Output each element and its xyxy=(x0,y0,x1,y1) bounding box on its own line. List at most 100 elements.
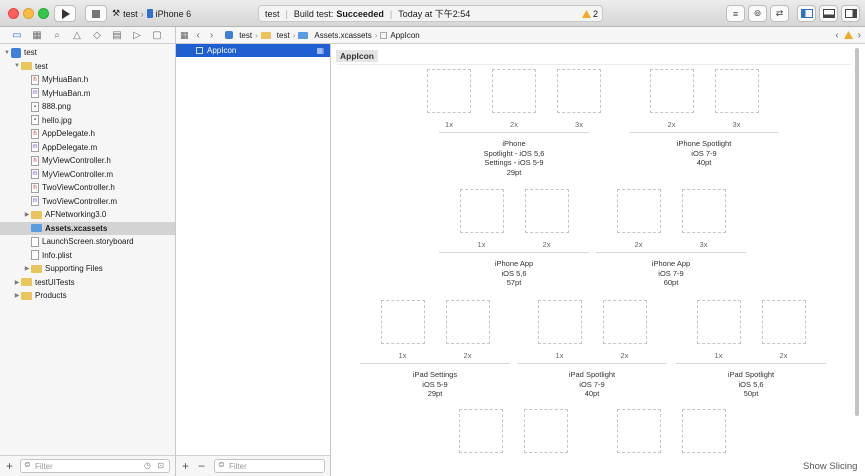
standard-editor-button[interactable]: ≡ xyxy=(726,5,745,22)
breadcrumb-item[interactable]: Assets.xcassets xyxy=(314,30,372,40)
folder-icon[interactable]: ▭ xyxy=(12,30,22,41)
show-slicing-button[interactable]: Show Slicing xyxy=(803,461,858,472)
back-icon[interactable]: ‹ xyxy=(196,29,200,41)
related-items-icon[interactable]: ▦ xyxy=(180,29,189,40)
icon-slot[interactable] xyxy=(427,69,471,113)
version-editor-button[interactable]: ⇄ xyxy=(770,5,789,22)
disclosure-closed-icon[interactable]: ▶ xyxy=(14,293,20,300)
slot-scale-label: 3x xyxy=(732,120,741,129)
breadcrumb-item[interactable]: test xyxy=(276,30,290,40)
icon-slot[interactable] xyxy=(524,189,569,233)
zoom-window-button[interactable] xyxy=(38,8,49,19)
icon-slot[interactable] xyxy=(714,69,759,113)
add-icon[interactable]: + xyxy=(182,459,190,473)
icon-slot[interactable] xyxy=(681,189,726,233)
remove-icon[interactable]: − xyxy=(198,459,206,473)
disclosure-open-icon[interactable]: ▼ xyxy=(4,49,10,56)
icon-slot[interactable] xyxy=(537,300,582,344)
navigator-item[interactable]: ▶AFNetworking3.0 xyxy=(0,208,175,222)
list-item-appicon[interactable]: AppIcon ▦ xyxy=(176,44,330,57)
navigator-item[interactable]: Info.plist xyxy=(0,249,175,263)
slot-group-label-line: iPad Spotlight xyxy=(727,370,775,379)
disclosure-closed-icon[interactable]: ▶ xyxy=(24,266,30,273)
search-icon[interactable]: ⌕ xyxy=(54,30,60,41)
debug-icon[interactable]: ▤ xyxy=(112,30,122,41)
test-icon[interactable]: ◇ xyxy=(93,30,101,41)
navigator-item[interactable]: ▪888.png xyxy=(0,100,175,114)
navigator-item[interactable]: ▶testUITests xyxy=(0,276,175,290)
icon-slot[interactable] xyxy=(602,300,647,344)
icon-slot[interactable] xyxy=(616,189,661,233)
icon-slot[interactable] xyxy=(445,300,490,344)
breadcrumb-item[interactable]: AppIcon xyxy=(390,30,420,40)
issue-icon[interactable]: △ xyxy=(73,30,81,41)
icon-slot[interactable] xyxy=(524,409,568,453)
navigator-item[interactable]: ▼test xyxy=(0,60,175,74)
minimize-window-button[interactable] xyxy=(23,8,34,19)
slot-group-label-line: iPhone App xyxy=(651,259,691,268)
icon-slot[interactable] xyxy=(459,409,503,453)
navigator-filter[interactable]: ⊜ Filter ◷ ⊡ xyxy=(20,459,170,473)
stop-button[interactable] xyxy=(85,5,107,22)
breakpoint-icon[interactable]: ▷ xyxy=(133,30,141,41)
icon-slot[interactable] xyxy=(649,69,694,113)
scm-icon[interactable]: ⊡ xyxy=(157,461,164,470)
rings-icon: ⊚ xyxy=(753,8,762,18)
navigator-item[interactable]: LaunchScreen.storyboard xyxy=(0,235,175,249)
window-toolbar: ⚒ test › iPhone 6 test | Build test: Suc… xyxy=(0,0,865,27)
toggle-debug-area-button[interactable] xyxy=(819,5,838,22)
navigator-filter-placeholder: Filter xyxy=(35,461,53,471)
icon-slot[interactable] xyxy=(696,300,741,344)
navigator-item[interactable]: ▪hello.jpg xyxy=(0,114,175,128)
icon-slot[interactable] xyxy=(557,69,601,113)
previous-issue-icon[interactable]: ‹ xyxy=(835,29,839,41)
hammer-icon: ⚒ xyxy=(112,8,121,18)
disclosure-closed-icon[interactable]: ▶ xyxy=(14,279,20,286)
forward-icon[interactable]: › xyxy=(209,29,214,41)
navigator-item[interactable]: ▶Products xyxy=(0,289,175,303)
icon-slot[interactable] xyxy=(617,409,661,453)
navigator-item[interactable]: ▶Supporting Files xyxy=(0,262,175,276)
icon-slot[interactable] xyxy=(459,189,504,233)
icon-slot[interactable] xyxy=(492,69,536,113)
disclosure-closed-icon[interactable]: ▶ xyxy=(24,212,30,219)
icon-slot[interactable] xyxy=(380,300,425,344)
folder-icon xyxy=(21,278,32,287)
clock-icon[interactable]: ◷ xyxy=(144,461,151,470)
warnings-indicator[interactable]: 2 xyxy=(581,9,598,19)
navigator-item[interactable]: Assets.xcassets xyxy=(0,221,175,235)
assets-folder-icon xyxy=(31,224,42,233)
vertical-scrollbar[interactable] xyxy=(855,48,859,416)
asset-filter[interactable]: ⊜ Filter xyxy=(214,459,325,473)
filter-icon: ⊜ xyxy=(218,460,225,469)
disclosure-open-icon[interactable]: ▼ xyxy=(14,63,20,70)
symbol-icon[interactable]: ▦ xyxy=(32,30,42,41)
slot-group-label-line: 29pt xyxy=(506,167,522,177)
toggle-utilities-button[interactable] xyxy=(841,5,860,22)
scheme-selector[interactable]: ⚒ test › iPhone 6 xyxy=(112,5,197,22)
warning-icon[interactable] xyxy=(843,31,853,39)
icon-slot[interactable] xyxy=(682,409,726,453)
add-icon[interactable]: + xyxy=(6,459,14,473)
report-icon[interactable]: ▢ xyxy=(152,30,162,41)
close-window-button[interactable] xyxy=(8,8,19,19)
next-issue-icon[interactable]: › xyxy=(857,29,861,41)
icon-slot[interactable] xyxy=(761,300,806,344)
breadcrumb-item[interactable]: test xyxy=(239,30,253,40)
navigator-item[interactable]: ▼test xyxy=(0,46,175,60)
run-button[interactable] xyxy=(54,5,76,22)
toggle-navigator-button[interactable] xyxy=(797,5,816,22)
assistant-editor-button[interactable]: ⊚ xyxy=(748,5,767,22)
slot-scale-label: 3x xyxy=(699,240,708,249)
slot-group-label-line: iOS 5,6 xyxy=(738,379,764,389)
